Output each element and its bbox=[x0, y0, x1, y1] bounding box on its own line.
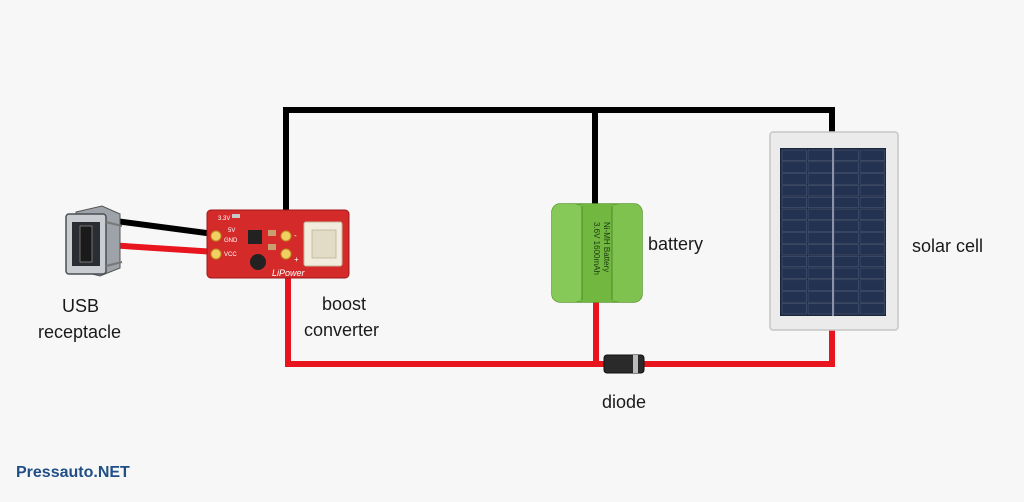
solar-cell bbox=[833, 255, 859, 268]
solar-cell bbox=[859, 149, 885, 161]
board-plus: + bbox=[294, 255, 299, 264]
solar-cell bbox=[807, 196, 833, 209]
positive-wire bbox=[285, 258, 835, 367]
solar-cell bbox=[833, 161, 859, 173]
solar-cell bbox=[781, 220, 807, 232]
solar-cell bbox=[781, 291, 807, 303]
boost-converter-label-line1: boost bbox=[322, 294, 367, 314]
diode-label: diode bbox=[602, 392, 647, 412]
solar-cell bbox=[807, 303, 833, 315]
board-label-vcc: VCC bbox=[224, 252, 237, 258]
solar-cell bbox=[859, 196, 885, 209]
solar-cell bbox=[833, 208, 859, 220]
solar-cell bbox=[807, 185, 833, 197]
solar-cell bbox=[807, 149, 833, 161]
solar-cell bbox=[859, 232, 885, 244]
solar-cell bbox=[781, 279, 807, 291]
solar-cell bbox=[781, 267, 807, 279]
solar-cell bbox=[833, 244, 859, 256]
battery-pack: Ni-MH Battery 3.6V 1600mAh bbox=[551, 203, 643, 303]
solar-cell bbox=[807, 244, 833, 256]
solar-cell bbox=[807, 220, 833, 232]
negative-wire bbox=[283, 107, 835, 228]
battery-print-line1: Ni-MH Battery bbox=[602, 222, 611, 272]
solar-cell bbox=[807, 291, 833, 303]
solar-cell-label: solar cell bbox=[912, 236, 984, 256]
battery-print-line2: 3.6V 1600mAh bbox=[592, 222, 601, 275]
solar-cell bbox=[833, 303, 859, 315]
solar-cell bbox=[807, 161, 833, 173]
solar-cell bbox=[833, 291, 859, 303]
solar-cell bbox=[807, 267, 833, 279]
usb-receptacle-label-line1: USB bbox=[62, 296, 100, 316]
solar-cell bbox=[859, 267, 885, 279]
solar-cell bbox=[807, 208, 833, 220]
usb-receptacle-label-line2: receptacle bbox=[38, 322, 122, 342]
solar-cell bbox=[781, 208, 807, 220]
board-label-3v3: 3.3V bbox=[218, 216, 230, 222]
solar-cell bbox=[859, 255, 885, 268]
solar-cell bbox=[859, 173, 885, 185]
solar-cell-grid bbox=[781, 149, 885, 315]
solar-cell bbox=[781, 303, 807, 315]
solar-cell bbox=[859, 244, 885, 256]
solar-cell bbox=[833, 149, 859, 161]
solar-cell bbox=[859, 303, 885, 315]
solar-cell bbox=[859, 279, 885, 291]
boost-converter-label-line2: converter bbox=[304, 320, 380, 340]
board-minus: - bbox=[294, 231, 297, 240]
solar-cell bbox=[833, 267, 859, 279]
battery-label: battery bbox=[648, 234, 704, 254]
watermark-logo: Pressauto.NET bbox=[16, 464, 130, 481]
solar-panel bbox=[769, 131, 899, 331]
solar-cell bbox=[833, 196, 859, 209]
solar-cell bbox=[859, 220, 885, 232]
solar-cell bbox=[807, 279, 833, 291]
board-brand: LiPower bbox=[272, 268, 306, 278]
usb-receptacle bbox=[65, 205, 123, 277]
usb-red-wire bbox=[107, 242, 217, 255]
board-label-5v: 5V bbox=[228, 228, 235, 234]
solar-cell bbox=[807, 173, 833, 185]
solar-cell bbox=[781, 255, 807, 268]
solar-cell bbox=[781, 196, 807, 209]
solar-cell bbox=[833, 279, 859, 291]
solar-cell bbox=[833, 232, 859, 244]
solar-cell bbox=[859, 185, 885, 197]
board-label-gnd: GND bbox=[224, 238, 238, 244]
solar-cell bbox=[781, 232, 807, 244]
solar-cell bbox=[859, 291, 885, 303]
solar-cell bbox=[781, 161, 807, 173]
solar-cell bbox=[833, 185, 859, 197]
solar-cell bbox=[781, 149, 807, 161]
solar-cell bbox=[859, 208, 885, 220]
solar-cell bbox=[807, 232, 833, 244]
solar-cell bbox=[781, 185, 807, 197]
solar-cell bbox=[781, 244, 807, 256]
solar-cell bbox=[807, 255, 833, 268]
solar-cell bbox=[833, 173, 859, 185]
boost-converter-board: 3.3V 5V GND VCC LiPower - + bbox=[206, 209, 350, 279]
usb-black-wire bbox=[107, 217, 215, 237]
solar-cell bbox=[833, 220, 859, 232]
solar-cell bbox=[859, 161, 885, 173]
diode bbox=[603, 354, 645, 374]
solar-cell bbox=[781, 173, 807, 185]
